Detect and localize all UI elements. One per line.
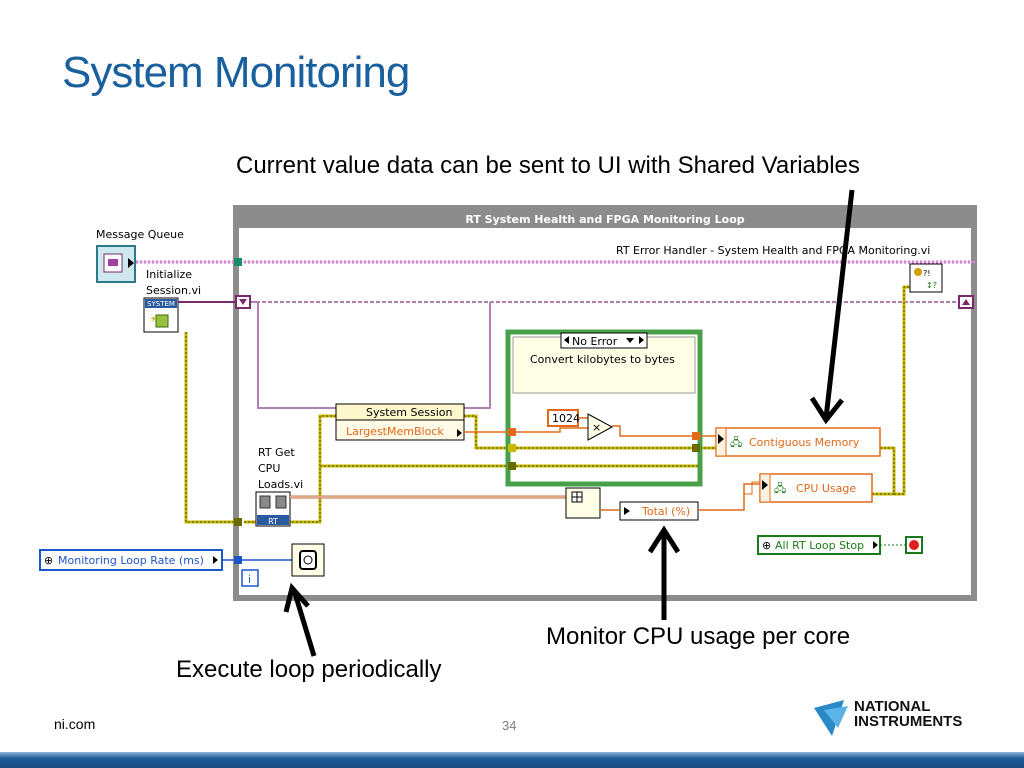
star-icon: ✳ xyxy=(150,315,158,325)
shift-register-left xyxy=(235,295,251,309)
case-tunnel-out xyxy=(692,432,700,440)
message-queue-label: Message Queue xyxy=(96,228,184,241)
loop-rate-tunnel xyxy=(234,556,242,564)
contiguous-memory-variable[interactable]: 🖧 Contiguous Memory xyxy=(715,427,881,457)
total-wire xyxy=(600,483,760,511)
system-session-property-node[interactable]: System Session LargestMemBlock xyxy=(335,403,465,441)
total-percent-label: Total (%) xyxy=(641,505,690,518)
error-handler-vi[interactable]: ?! ↕? xyxy=(909,263,943,293)
rt-get-line3: Loads.vi xyxy=(258,478,303,491)
case-tunnel-mem xyxy=(508,428,516,436)
globe-icon: ⊕ xyxy=(762,539,771,552)
largest-mem-block-label: LargestMemBlock xyxy=(346,425,444,438)
system-badge: SYSTEM xyxy=(147,300,175,308)
error-tunnel-in xyxy=(234,518,242,526)
arrow-cpu-usage xyxy=(647,525,681,620)
ni-logo-line1: NATIONAL xyxy=(854,698,931,715)
annotation-loop: Execute loop periodically xyxy=(176,656,442,683)
rt-get-cpu-loads-vi[interactable]: RT xyxy=(255,491,291,527)
cpu-usage-label: CPU Usage xyxy=(796,482,856,495)
system-session-label: System Session xyxy=(366,406,453,419)
iteration-label: i xyxy=(248,573,251,586)
rt-badge: RT xyxy=(268,517,278,526)
ni-logo-line2: INSTRUMENTS xyxy=(854,713,963,730)
bottom-bar xyxy=(0,752,1024,768)
total-percent-unbundle[interactable]: Total (%) xyxy=(619,501,699,521)
error-handler-label: RT Error Handler - System Health and FPG… xyxy=(616,244,930,257)
numeric-wires xyxy=(464,417,716,437)
all-rt-loop-stop-variable[interactable]: ⊕ All RT Loop Stop xyxy=(757,535,881,555)
initialize-session-vi[interactable]: SYSTEM ✳ xyxy=(143,297,179,333)
monitoring-loop-rate-label: Monitoring Loop Rate (ms) xyxy=(58,554,204,567)
arrow-loop xyxy=(283,582,317,657)
network-icon-2: 🖧 xyxy=(774,482,786,495)
message-queue-terminal[interactable] xyxy=(96,245,136,283)
ni-logo-text: NATIONAL INSTRUMENTS xyxy=(854,699,962,729)
case-tunnel-error-out xyxy=(692,444,700,452)
error-handler-glyph2: ↕? xyxy=(926,281,937,290)
rt-get-line1: RT Get xyxy=(258,446,295,459)
multiply-icon: × xyxy=(592,421,601,434)
monitoring-loop-rate-control[interactable]: ⊕ Monitoring Loop Rate (ms) xyxy=(39,549,223,571)
refnum-wire xyxy=(178,301,975,409)
loop-title: RT System Health and FPGA Monitoring Loo… xyxy=(465,213,744,226)
case-selector[interactable]: No Error xyxy=(560,332,648,349)
annotation-cpu-usage: Monitor CPU usage per core xyxy=(546,623,851,650)
annotation-shared-variables: Current value data can be sent to UI wit… xyxy=(236,152,860,179)
loop-stop-terminal[interactable] xyxy=(905,536,923,554)
ni-logo-icon xyxy=(814,700,848,736)
case-comment: Convert kilobytes to bytes xyxy=(530,353,675,366)
page-number: 34 xyxy=(502,718,517,733)
initialize-session-line2: Session.vi xyxy=(146,284,201,297)
queue-tunnel xyxy=(234,258,242,266)
globe-icon-2: ⊕ xyxy=(44,554,53,567)
while-loop: RT System Health and FPGA Monitoring Loo… xyxy=(233,205,977,601)
case-tunnel-error xyxy=(508,462,516,470)
case-structure xyxy=(505,329,703,487)
shift-register-right xyxy=(958,295,974,309)
case-selector-terminal xyxy=(508,444,516,452)
iteration-terminal: i xyxy=(241,569,259,587)
cpu-usage-variable[interactable]: 🖧 CPU Usage xyxy=(759,473,873,503)
arrow-shared-variables xyxy=(809,189,855,425)
contiguous-memory-label: Contiguous Memory xyxy=(749,436,860,449)
network-icon: 🖧 xyxy=(730,436,742,449)
wait-timer-function[interactable] xyxy=(291,543,325,577)
footer-url: ni.com xyxy=(54,716,96,732)
multiply-function[interactable]: × xyxy=(587,413,614,441)
index-array-function[interactable] xyxy=(565,487,601,519)
initialize-session-line1: Initialize xyxy=(146,268,192,281)
error-wire-branch xyxy=(320,464,760,495)
page-title: System Monitoring xyxy=(62,48,410,97)
constant-1024[interactable]: 1024 xyxy=(547,409,580,427)
error-handler-glyph: ?! xyxy=(923,269,930,278)
case-selector-label: No Error xyxy=(572,335,618,348)
rt-get-line2: CPU xyxy=(258,462,280,475)
all-rt-loop-stop-label: All RT Loop Stop xyxy=(775,539,864,552)
constant-1024-value: 1024 xyxy=(552,412,580,425)
